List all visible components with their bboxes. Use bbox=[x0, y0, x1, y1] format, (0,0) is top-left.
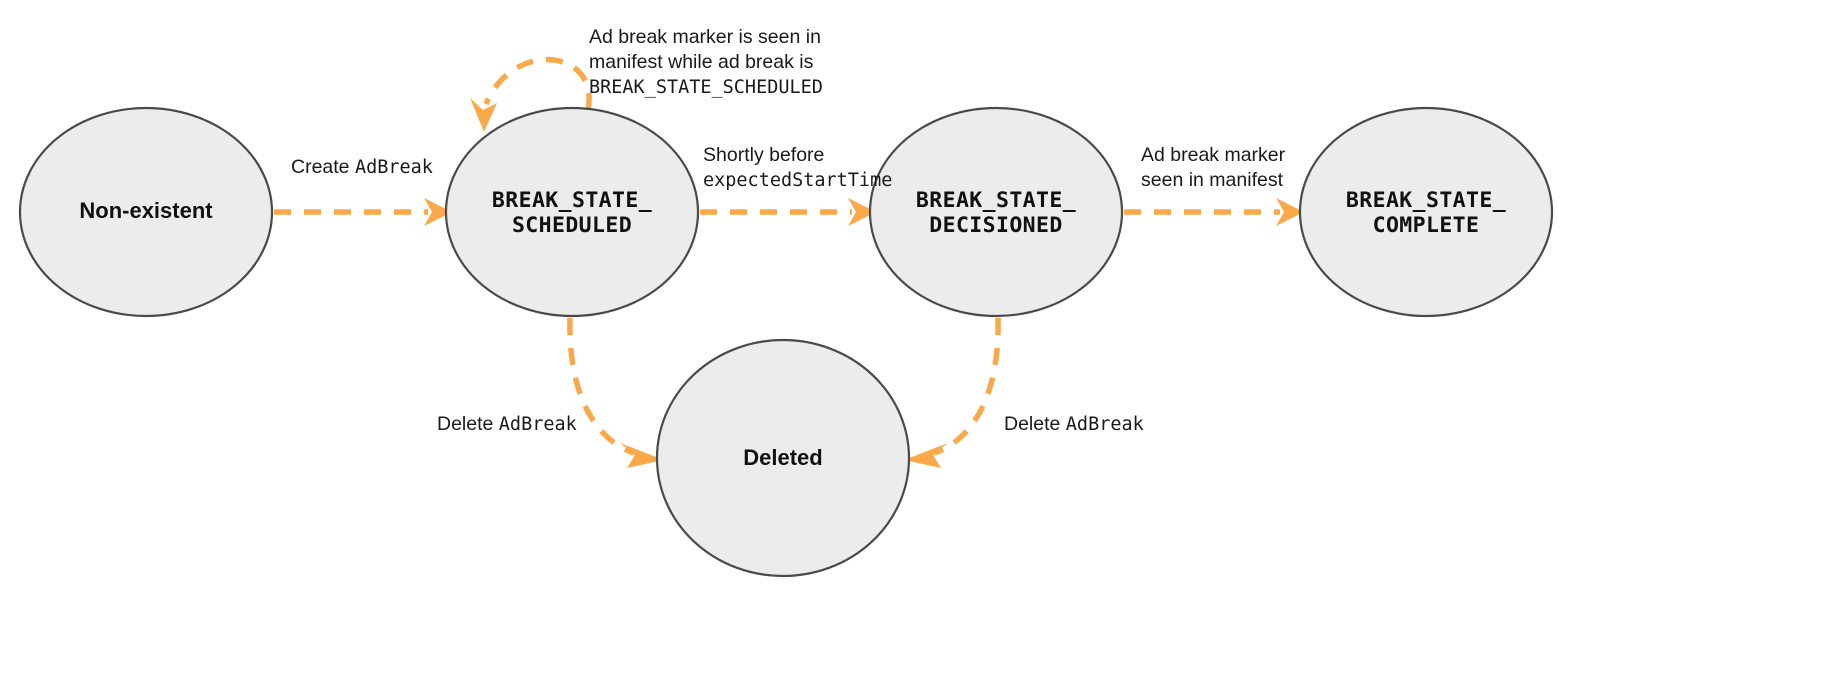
edge-line bbox=[933, 317, 1001, 456]
node-break-state-decisioned[interactable]: BREAK_STATE_ DECISIONED bbox=[868, 106, 1124, 318]
edge-label-plain-part: Delete bbox=[437, 413, 499, 435]
edge-create-adbreak bbox=[274, 198, 452, 226]
transition-label-line2: seen in manifest bbox=[1141, 169, 1284, 191]
edge-scheduled-self-loop bbox=[470, 56, 592, 132]
edge-label-ad-break-marker-seen-in-manifest: Ad break marker seen in manifest bbox=[1141, 144, 1286, 191]
edge-ad-break-marker-seen-in-manifest bbox=[1124, 198, 1304, 226]
self-loop-label-line2: manifest while ad break is bbox=[589, 51, 814, 73]
self-loop-label-line1: Ad break marker is seen in bbox=[589, 26, 821, 48]
node-label-line2: SCHEDULED bbox=[512, 213, 632, 238]
svg-text:Delete AdBreak: Delete AdBreak bbox=[1004, 413, 1144, 435]
arrowhead-icon bbox=[1276, 198, 1304, 226]
self-loop-label-line3: BREAK_STATE_SCHEDULED bbox=[589, 77, 823, 98]
node-label-line1: BREAK_STATE_ bbox=[492, 188, 652, 213]
edge-label-shortly-before-expected-start-time: Shortly before expectedStartTime bbox=[703, 144, 892, 191]
arrowhead-icon bbox=[904, 443, 948, 468]
transition-label-line1: Ad break marker bbox=[1141, 144, 1286, 166]
edge-delete-adbreak-from-decisioned bbox=[904, 317, 1001, 468]
edge-label-mono-part: AdBreak bbox=[355, 157, 433, 178]
edge-shortly-before-expected-start-time bbox=[700, 198, 876, 226]
node-shape bbox=[18, 106, 274, 318]
node-label-line2: COMPLETE bbox=[1373, 213, 1480, 238]
transition-label-line2: expectedStartTime bbox=[703, 170, 892, 191]
node-label: Deleted bbox=[743, 445, 822, 470]
node-non-existent[interactable]: Non-existent bbox=[18, 106, 274, 318]
svg-text:Delete AdBreak: Delete AdBreak bbox=[437, 413, 577, 435]
edge-label-mono-part: AdBreak bbox=[499, 414, 577, 435]
edge-label-plain-part: Create bbox=[291, 156, 355, 178]
transition-label-line1: Shortly before bbox=[703, 144, 824, 166]
node-break-state-complete[interactable]: BREAK_STATE_ COMPLETE bbox=[1298, 106, 1554, 318]
edge-delete-adbreak-from-scheduled bbox=[567, 317, 664, 468]
node-deleted[interactable]: Deleted bbox=[655, 338, 911, 578]
node-shape bbox=[868, 106, 1124, 318]
node-label-line1: BREAK_STATE_ bbox=[1346, 188, 1506, 213]
node-label-line2: DECISIONED bbox=[929, 213, 1062, 238]
edge-label-delete-adbreak-from-scheduled: Delete AdBreak bbox=[437, 413, 577, 435]
edge-label-mono-part: AdBreak bbox=[1066, 414, 1144, 435]
arrowhead-icon bbox=[848, 198, 876, 226]
edge-line bbox=[567, 317, 635, 456]
node-shape bbox=[444, 106, 700, 318]
arrowhead-icon bbox=[620, 443, 664, 468]
node-label-line1: BREAK_STATE_ bbox=[916, 188, 1076, 213]
node-shape bbox=[1298, 106, 1554, 318]
edge-label-create-adbreak: Create AdBreak bbox=[291, 156, 433, 178]
edge-label-scheduled-self-loop: Ad break marker is seen in manifest whil… bbox=[589, 26, 823, 98]
svg-text:Create AdBreak: Create AdBreak bbox=[291, 156, 433, 178]
node-break-state-scheduled[interactable]: BREAK_STATE_ SCHEDULED bbox=[444, 106, 700, 318]
edge-label-delete-adbreak-from-decisioned: Delete AdBreak bbox=[1004, 413, 1144, 435]
arrowhead-icon bbox=[470, 98, 497, 132]
arrowhead-icon bbox=[424, 198, 452, 226]
node-label: Non-existent bbox=[79, 198, 213, 223]
node-shape bbox=[655, 338, 911, 578]
edge-label-plain-part: Delete bbox=[1004, 413, 1066, 435]
edge-line bbox=[483, 56, 592, 111]
